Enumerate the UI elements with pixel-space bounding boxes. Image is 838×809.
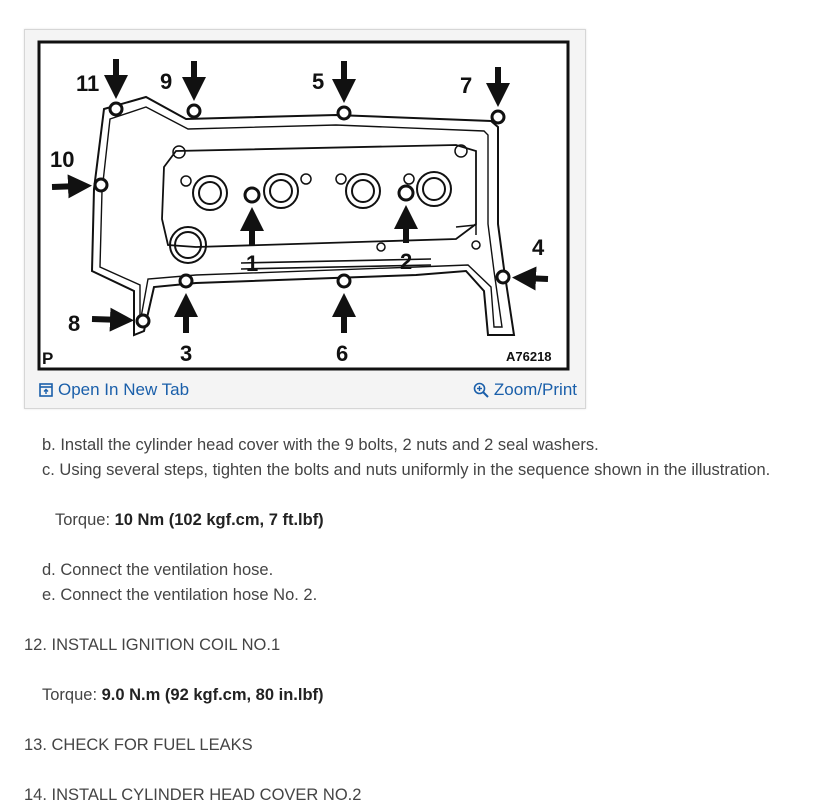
torque-spec-1: Torque: 10 Nm (102 kgf.cm, 7 ft.lbf) bbox=[55, 511, 324, 530]
open-new-tab-icon bbox=[39, 383, 53, 397]
callout-1: 1 bbox=[246, 251, 258, 276]
callout-4: 4 bbox=[532, 235, 545, 260]
zoom-in-icon bbox=[473, 382, 489, 398]
callout-11: 11 bbox=[76, 71, 99, 96]
step-e: e. Connect the ventilation hose No. 2. bbox=[42, 586, 318, 604]
open-in-new-tab-label: Open In New Tab bbox=[58, 380, 190, 399]
callout-7: 7 bbox=[460, 73, 472, 98]
corner-label: P bbox=[42, 349, 53, 368]
sequence-arrows bbox=[51, 59, 549, 333]
callout-3: 3 bbox=[180, 341, 192, 366]
cover-outline bbox=[90, 95, 516, 337]
callout-10: 10 bbox=[50, 147, 74, 172]
plug-tubes bbox=[169, 144, 481, 270]
step-b: b. Install the cylinder head cover with … bbox=[42, 436, 599, 454]
torque-value: 9.0 N.m (92 kgf.cm, 80 in.lbf) bbox=[101, 686, 324, 704]
torque-label: Torque: bbox=[55, 511, 115, 529]
torque-label: Torque: bbox=[42, 686, 102, 704]
cylinder-head-cover-diagram: 11 9 5 7 10 4 1 2 8 3 6 P A76218 bbox=[36, 39, 571, 372]
step-12-heading: 12. INSTALL IGNITION COIL NO.1 bbox=[24, 636, 281, 654]
cover-inner-panel bbox=[161, 144, 477, 248]
step-c: c. Using several steps, tighten the bolt… bbox=[42, 461, 771, 479]
callout-5: 5 bbox=[312, 69, 324, 94]
step-d: d. Connect the ventilation hose. bbox=[42, 561, 274, 579]
callout-9: 9 bbox=[160, 69, 172, 94]
figure-id: A76218 bbox=[506, 349, 552, 364]
torque-spec-2: Torque: 9.0 N.m (92 kgf.cm, 80 in.lbf) bbox=[42, 686, 324, 705]
figure-card: 11 9 5 7 10 4 1 2 8 3 6 P A76218 Open In… bbox=[24, 29, 586, 409]
callout-labels: 11 9 5 7 10 4 1 2 8 3 6 bbox=[50, 69, 545, 366]
step-14-heading: 14. INSTALL CYLINDER HEAD COVER NO.2 bbox=[24, 786, 362, 804]
step-13-heading: 13. CHECK FOR FUEL LEAKS bbox=[24, 736, 253, 754]
bolt-markers bbox=[93, 101, 511, 329]
callout-8: 8 bbox=[68, 311, 80, 336]
open-in-new-tab-link[interactable]: Open In New Tab bbox=[39, 380, 189, 400]
callout-2: 2 bbox=[400, 249, 412, 274]
callout-6: 6 bbox=[336, 341, 348, 366]
zoom-print-link[interactable]: Zoom/Print bbox=[473, 380, 577, 400]
torque-value: 10 Nm (102 kgf.cm, 7 ft.lbf) bbox=[114, 511, 324, 529]
zoom-print-label: Zoom/Print bbox=[493, 380, 577, 399]
